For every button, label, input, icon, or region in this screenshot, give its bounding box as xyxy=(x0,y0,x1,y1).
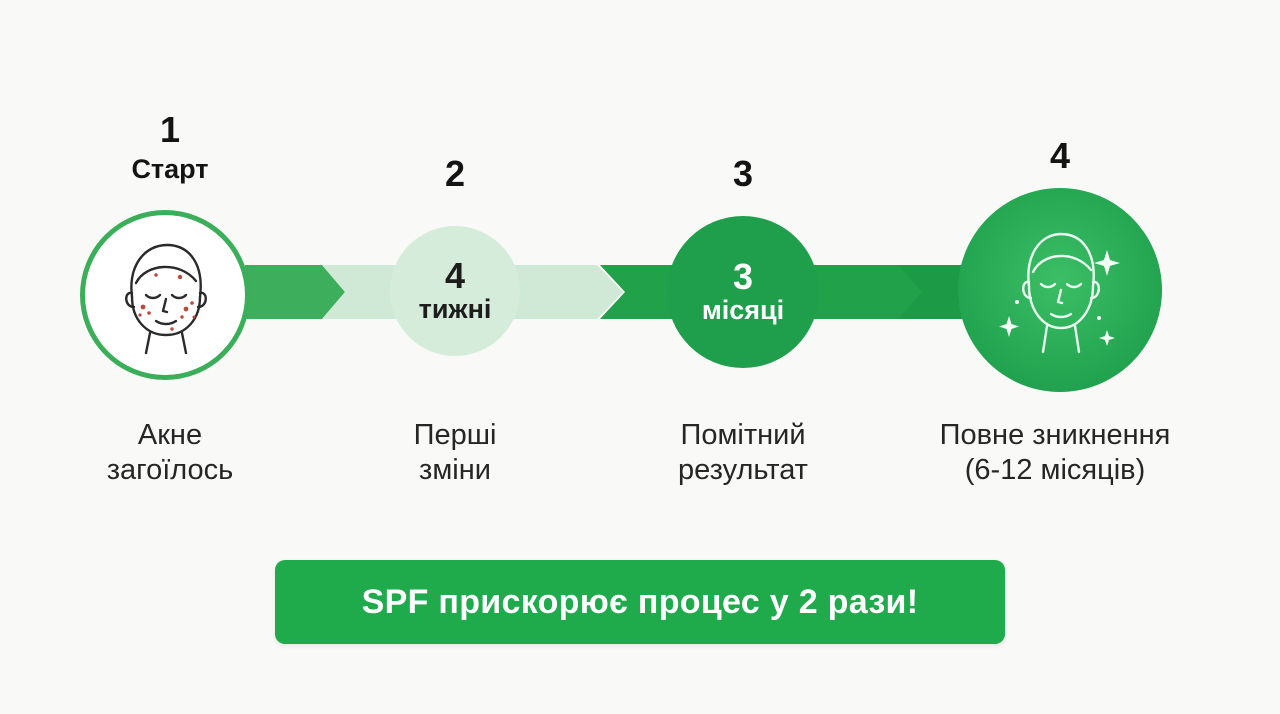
clear-face-sparkles-icon xyxy=(999,232,1120,354)
step-3-circle-unit: місяці xyxy=(701,295,785,326)
sparkle-icon xyxy=(1099,330,1115,346)
step-2-caption: Перші зміни xyxy=(413,419,497,487)
step-2-circle-unit: тижні xyxy=(418,294,492,325)
step-1-circle xyxy=(80,210,250,380)
step-1-caption: Акне загоїлось xyxy=(106,419,234,487)
step-3-circle-value: 3 xyxy=(732,256,754,298)
step-4-circle xyxy=(958,188,1162,392)
step-2-number: 2 xyxy=(444,153,466,194)
step-2-circle-value: 4 xyxy=(444,255,466,297)
step-4-caption: Повне зникнення (6-12 місяців) xyxy=(939,419,1171,487)
step-1-title: Старт xyxy=(131,154,209,184)
step-3-caption: Помітний результат xyxy=(678,419,808,487)
arrow-segment-1 xyxy=(245,265,345,319)
step-3-circle: 3 місяці xyxy=(667,216,819,368)
spf-banner: SPF прискорює процес у 2 рази! xyxy=(275,560,1005,644)
step-1-number: 1 xyxy=(159,109,181,150)
sparkle-icon xyxy=(1094,250,1120,276)
sparkle-icon xyxy=(999,316,1019,337)
step-3-number: 3 xyxy=(732,153,754,194)
step-2-circle: 4 тижні xyxy=(390,226,520,356)
acne-face-icon xyxy=(125,243,207,355)
step-4-number: 4 xyxy=(1049,135,1071,176)
